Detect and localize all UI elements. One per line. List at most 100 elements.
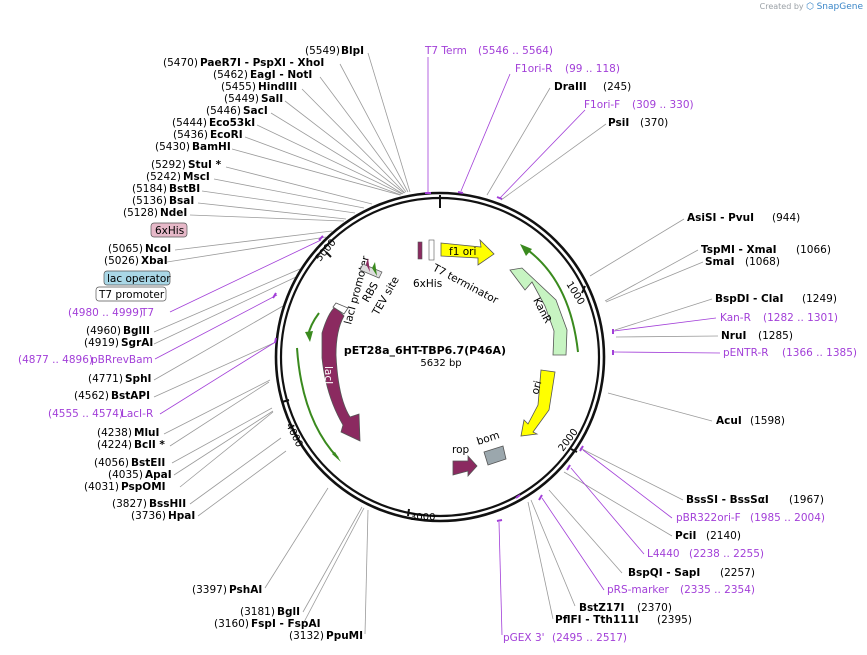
primer-name[interactable]: pENTR-R <box>723 347 769 359</box>
enzyme-name[interactable]: MscI <box>183 171 210 183</box>
enzyme-name[interactable]: MluI <box>134 427 159 439</box>
enzyme-pos: (1967) <box>789 494 824 506</box>
kanr-feature[interactable] <box>509 267 568 356</box>
enzyme-pos: (5292) <box>151 159 186 171</box>
primer-range: (2495 .. 2517) <box>552 632 627 644</box>
enzyme-name[interactable]: BssHII <box>149 498 186 510</box>
enzyme-name[interactable]: BglII <box>123 325 150 337</box>
plasmid-length: 5632 bp <box>420 358 461 369</box>
tick-3000: 3000 <box>410 512 435 523</box>
primer-name[interactable]: F1ori-R <box>515 63 552 75</box>
enzyme-name[interactable]: BstBI <box>169 183 200 195</box>
enzyme-pos: (5549) <box>305 45 340 57</box>
enzyme-pos: (5455) <box>221 81 256 93</box>
enzyme-name[interactable]: AsiSI - PvuI <box>687 212 754 224</box>
enzyme-name[interactable]: PflFI - Tth111I <box>555 614 639 626</box>
enzyme-name[interactable]: DraIII <box>554 81 587 93</box>
enzyme-pos: (4771) <box>88 373 123 385</box>
enzyme-pos: (5065) <box>108 243 143 255</box>
primer-name[interactable]: LacI-R <box>121 408 153 420</box>
enzyme-pos: (3181) <box>240 606 275 618</box>
enzyme-name[interactable]: NcoI <box>145 243 171 255</box>
enzyme-name[interactable]: PciI <box>675 530 696 542</box>
ori-feature[interactable] <box>520 369 556 437</box>
enzyme-pos: (4224) <box>97 439 132 451</box>
primer-name[interactable]: pRS-marker <box>607 584 670 596</box>
primer-name[interactable]: Kan-R <box>720 312 751 324</box>
leader-lines <box>153 52 719 635</box>
enzyme-name[interactable]: TspMI - XmaI <box>701 244 777 256</box>
enzyme-name[interactable]: SacI <box>243 105 268 117</box>
laci-feature[interactable] <box>321 306 361 442</box>
enzyme-name[interactable]: BssSI - BssSαI <box>686 494 769 506</box>
snapgene-name: SnapGene <box>816 2 863 12</box>
enzyme-name[interactable]: SphI <box>125 373 151 385</box>
enzyme-pos: (1068) <box>745 256 780 268</box>
f1-ori-feature[interactable] <box>440 238 495 266</box>
enzyme-name[interactable]: StuI * <box>188 159 222 171</box>
his6-label: 6xHis <box>413 278 442 290</box>
primer-name[interactable]: pBRrevBam <box>91 354 153 366</box>
enzyme-name[interactable]: BstAPI <box>111 390 150 402</box>
primer-range: (4980 .. 4999) <box>68 307 143 319</box>
laci-promoter-feature[interactable] <box>332 302 349 315</box>
t7-promoter-box <box>95 286 167 302</box>
primer-name[interactable]: T7 <box>140 307 154 319</box>
enzyme-name[interactable]: SmaI <box>705 256 735 268</box>
enzyme-pos: (4238) <box>97 427 132 439</box>
enzyme-name[interactable]: PsiI <box>608 117 629 129</box>
enzyme-name[interactable]: ApaI <box>145 469 172 481</box>
enzyme-name[interactable]: BspQI - SapI <box>628 567 700 579</box>
enzyme-name[interactable]: BclI * <box>134 439 165 451</box>
primer-name[interactable]: F1ori-F <box>584 99 620 111</box>
tick-marks <box>281 251 586 517</box>
snapgene-logo-icon: ⬡ <box>806 2 815 12</box>
enzyme-name[interactable]: BsaI <box>169 195 194 207</box>
bom-feature[interactable] <box>483 445 507 466</box>
right-primer-labels: T7 Term (5546 .. 5564) F1ori-R (99 .. 11… <box>424 45 857 644</box>
t7-terminator-feature[interactable] <box>428 239 435 261</box>
enzyme-name[interactable]: BglI <box>277 606 300 618</box>
enzyme-pos: (2257) <box>720 567 755 579</box>
t7-promoter-label: T7 promoter <box>98 289 165 301</box>
enzyme-name[interactable]: PspOMI <box>121 481 166 493</box>
rbs-feature[interactable] <box>366 258 370 272</box>
enzyme-name[interactable]: FspI - FspAI <box>251 618 321 630</box>
rop-feature[interactable] <box>452 454 478 478</box>
primer-name[interactable]: pGEX 3' <box>503 632 545 644</box>
primer-name[interactable]: pBR322ori-F <box>676 512 741 524</box>
enzyme-pos: (3132) <box>289 630 324 642</box>
enzyme-name[interactable]: SalI <box>261 93 283 105</box>
enzyme-name[interactable]: BstEII <box>131 457 165 469</box>
enzyme-name[interactable]: XbaI <box>141 255 168 267</box>
enzyme-name[interactable]: PshAI <box>229 584 262 596</box>
his6-feature[interactable] <box>417 241 423 260</box>
primer-range: (4555 .. 4574) <box>48 408 123 420</box>
primer-name[interactable]: T7 Term <box>424 45 467 57</box>
enzyme-name[interactable]: BlpI <box>341 45 364 57</box>
enzyme-name[interactable]: SgrAI <box>121 337 153 349</box>
enzyme-name[interactable]: PaeR7I - PspXI - XhoI <box>200 57 324 69</box>
right-enzyme-labels: DraIII (245) PsiI (370) AsiSI - PvuI (94… <box>554 81 837 626</box>
enzyme-name[interactable]: BspDI - ClaI <box>715 293 783 305</box>
enzyme-name[interactable]: NruI <box>721 330 746 342</box>
enzyme-name[interactable]: HpaI <box>168 510 195 522</box>
enzyme-name[interactable]: Eco53kI <box>209 117 255 129</box>
enzyme-name[interactable]: BstZ17I <box>579 602 624 614</box>
enzyme-name[interactable]: HindIII <box>258 81 297 93</box>
enzyme-name[interactable]: BamHI <box>192 141 231 153</box>
enzyme-pos: (2140) <box>706 530 741 542</box>
enzyme-pos: (3397) <box>192 584 227 596</box>
enzyme-name[interactable]: PpuMI <box>326 630 363 642</box>
enzyme-pos: (5462) <box>213 69 248 81</box>
enzyme-name[interactable]: EcoRI <box>210 129 243 141</box>
primer-range: (2238 .. 2255) <box>689 548 764 560</box>
enzyme-name[interactable]: AcuI <box>716 415 742 427</box>
laci-orf-head <box>332 452 341 462</box>
enzyme-name[interactable]: NdeI <box>160 207 187 219</box>
enzyme-name[interactable]: EagI - NotI <box>250 69 312 81</box>
enzyme-pos: (2395) <box>657 614 692 626</box>
primer-range: (1985 .. 2004) <box>750 512 825 524</box>
enzyme-pos: (5436) <box>173 129 208 141</box>
primer-name[interactable]: L4440 <box>647 548 680 560</box>
